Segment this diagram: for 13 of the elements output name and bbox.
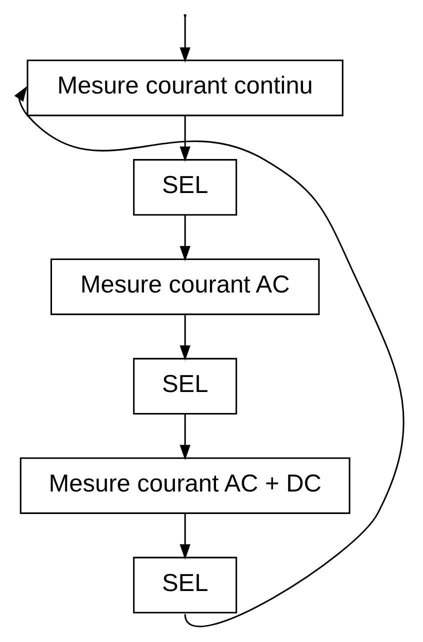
node-box: SEL (133, 556, 238, 614)
arrow (180, 514, 190, 560)
node-box: Mesure courant AC (50, 258, 320, 316)
arrow (14, 86, 404, 628)
node-box: Mesure courant continu (26, 60, 344, 116)
arrow (180, 314, 190, 361)
node-box: SEL (133, 159, 238, 216)
arrow (180, 215, 190, 262)
node-box: SEL (133, 358, 238, 415)
arrow (180, 16, 190, 63)
arrow (180, 414, 190, 460)
arrow (180, 116, 190, 162)
node-box: Mesure courant AC + DC (20, 457, 350, 514)
